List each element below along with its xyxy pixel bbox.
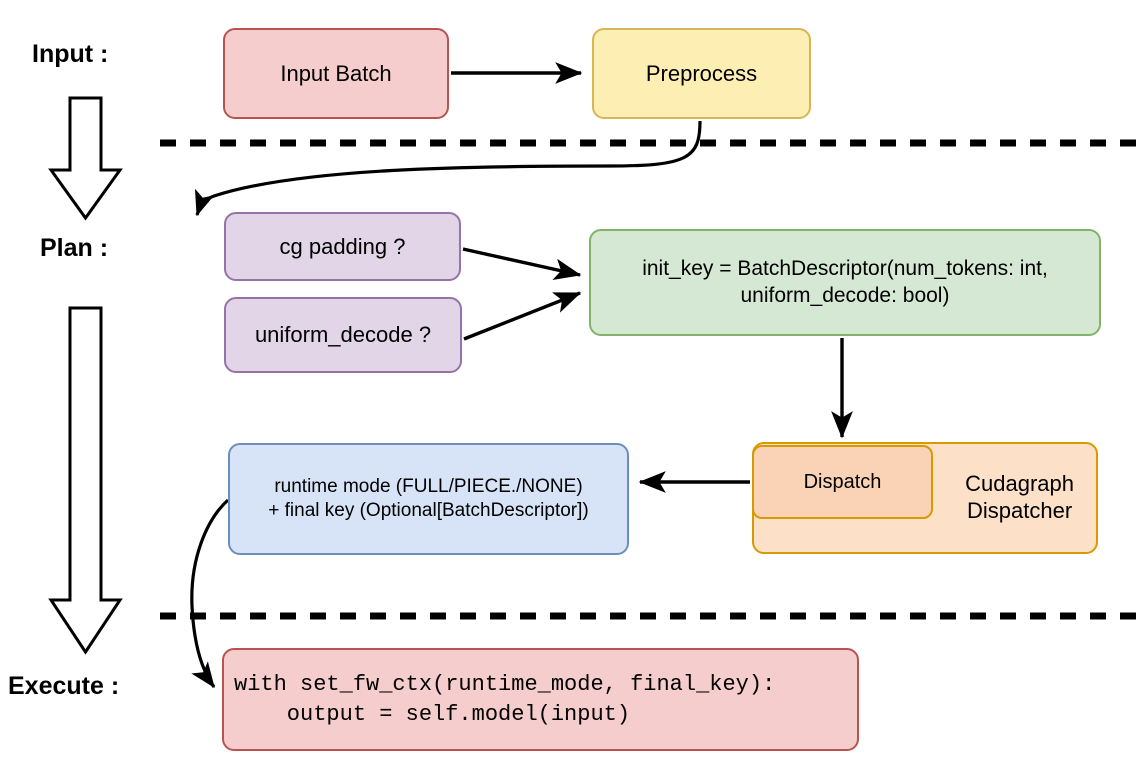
- edge-runtime-mode-to-execute-code: [190, 498, 230, 689]
- node-init-key-label: init_key = BatchDescriptor(num_tokens: i…: [642, 257, 1048, 307]
- plan-to-execute-block-arrow: [48, 306, 123, 655]
- node-uniform-decode[interactable]: uniform_decode ?: [224, 297, 462, 373]
- node-cudagraph-dispatcher-label: Cudagraph Dispatcher: [965, 471, 1074, 523]
- edge-preprocess-to-cg-padding: [194, 120, 702, 217]
- node-runtime-mode[interactable]: runtime mode (FULL/PIECE./NONE) + final …: [228, 443, 629, 555]
- stage-label-plan: Plan :: [40, 234, 109, 262]
- node-execute-code[interactable]: with set_fw_ctx(runtime_mode, final_key)…: [222, 648, 859, 751]
- node-dispatch[interactable]: Dispatch: [752, 445, 933, 519]
- node-runtime-mode-label: runtime mode (FULL/PIECE./NONE) + final …: [268, 476, 589, 521]
- node-uniform-decode-label: uniform_decode ?: [254, 322, 432, 348]
- node-init-key[interactable]: init_key = BatchDescriptor(num_tokens: i…: [589, 229, 1101, 336]
- node-preprocess[interactable]: Preprocess: [592, 28, 811, 119]
- node-dispatch-label: Dispatch: [803, 470, 882, 493]
- node-input-batch[interactable]: Input Batch: [223, 28, 449, 119]
- node-execute-code-label: with set_fw_ctx(runtime_mode, final_key)…: [234, 671, 776, 727]
- stage-label-execute: Execute :: [8, 672, 120, 700]
- node-input-batch-label: Input Batch: [280, 60, 392, 86]
- input-to-plan-block-arrow: [48, 96, 123, 221]
- edge-cg-padding-to-init-key: [462, 247, 582, 281]
- node-cg-padding-label: cg padding ?: [279, 233, 406, 259]
- stage-label-input: Input :: [32, 40, 109, 68]
- node-cg-padding[interactable]: cg padding ?: [224, 212, 461, 281]
- edge-uniform-decode-to-init-key: [463, 291, 582, 341]
- node-preprocess-label: Preprocess: [645, 60, 758, 86]
